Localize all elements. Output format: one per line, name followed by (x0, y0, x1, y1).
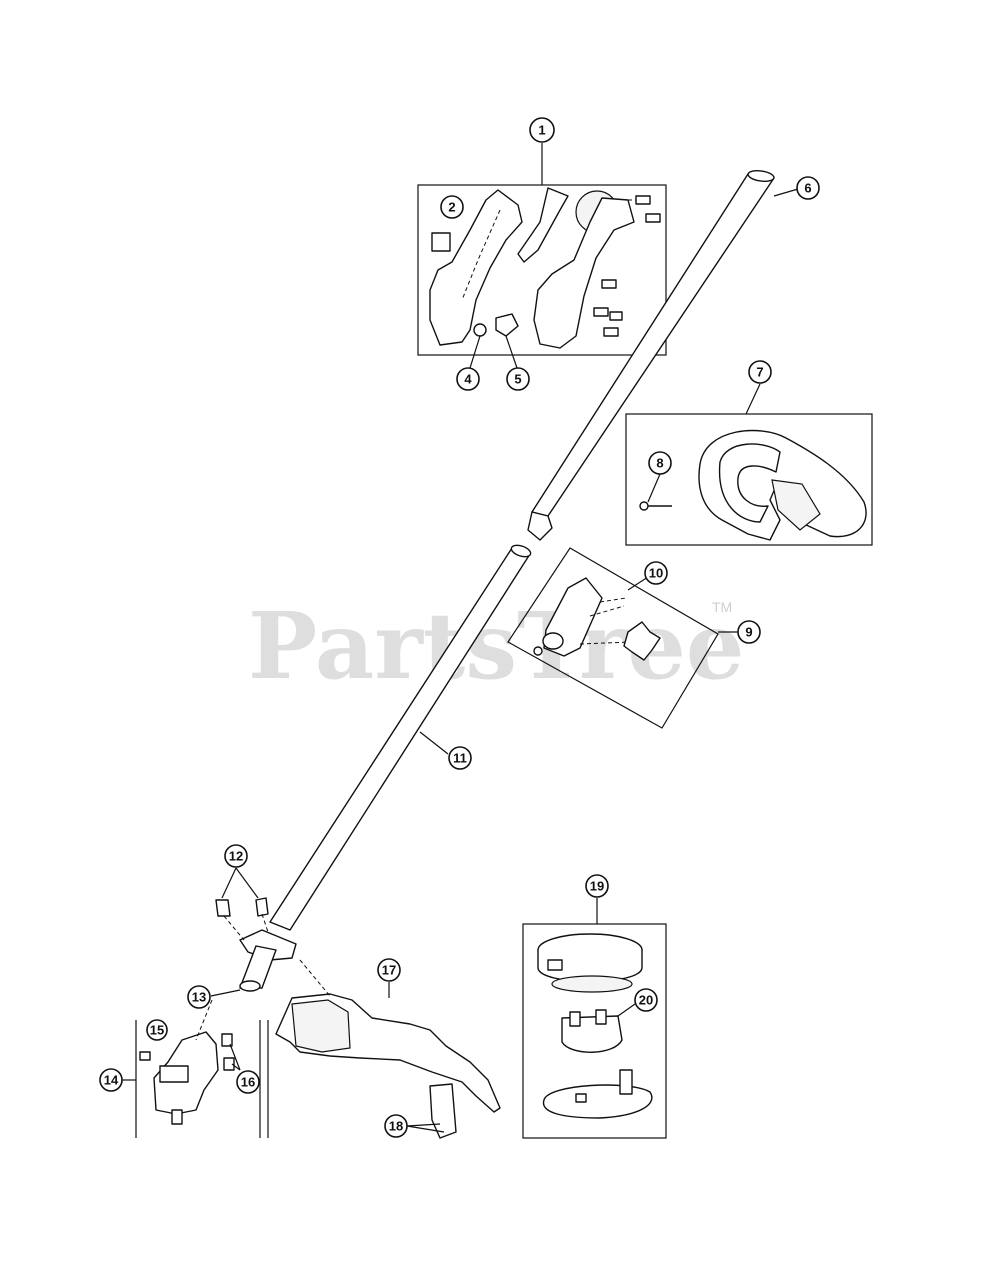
callout-10[interactable] (644, 561, 668, 585)
callout-14-label: 14 (104, 1073, 119, 1088)
callout-13[interactable] (187, 985, 211, 1009)
callout-19-label: 19 (590, 879, 604, 894)
callout-9[interactable] (737, 620, 761, 644)
coupler-assembly (533, 577, 661, 661)
callout-5[interactable] (506, 367, 530, 391)
callout-14[interactable] (99, 1068, 123, 1092)
callout-16-label: 16 (241, 1075, 255, 1090)
watermark-text: PartsTree (248, 592, 744, 700)
callout-9-label: 9 (745, 625, 752, 640)
callout-13-label: 13 (192, 990, 206, 1005)
left-handle-housing (429, 189, 523, 346)
callout-2[interactable] (440, 195, 464, 219)
callout-6-label: 6 (804, 181, 811, 196)
head-bracket (139, 999, 235, 1125)
callout-4-label: 4 (464, 372, 472, 387)
callout-4[interactable] (456, 367, 480, 391)
callout-17[interactable] (377, 958, 401, 982)
switch-part (431, 232, 451, 252)
callout-20-label: 20 (639, 993, 653, 1008)
upper-shaft (527, 170, 775, 541)
debris-guard (275, 959, 501, 1113)
lower-shaft (239, 544, 532, 992)
callout-11-label: 11 (453, 751, 467, 766)
spring-part (473, 323, 487, 337)
watermark-trademark: TM (712, 599, 732, 615)
right-handle-housing (533, 197, 635, 349)
callout-7-label: 7 (756, 365, 763, 380)
callout-19[interactable] (585, 874, 609, 898)
trimmer-head (537, 933, 653, 1119)
handle-housing-group (417, 184, 667, 356)
callout-15-label: 15 (150, 1023, 164, 1038)
callout-11[interactable] (448, 746, 472, 770)
coupler-knob (623, 621, 661, 661)
trimmer-head-box (522, 923, 667, 1139)
callout-17-label: 17 (382, 963, 396, 978)
callout-12-label: 12 (229, 849, 243, 864)
coupler-kit-box (507, 547, 719, 729)
callout-5-label: 5 (514, 372, 521, 387)
callout-18[interactable] (384, 1114, 408, 1138)
throttle-trigger (517, 187, 569, 263)
callout-6[interactable] (796, 176, 820, 200)
callout-10-label: 10 (649, 566, 663, 581)
callout-8-label: 8 (656, 456, 663, 471)
callout-1-label: 1 (538, 123, 545, 138)
callout-18-label: 18 (389, 1119, 403, 1134)
callout-12[interactable] (224, 844, 248, 868)
callout-1[interactable] (529, 117, 555, 143)
switch-contact-part (495, 313, 519, 337)
callout-20[interactable] (634, 988, 658, 1012)
assist-handle-box (625, 413, 873, 546)
callout-15[interactable] (146, 1019, 168, 1041)
callout-8[interactable] (648, 451, 672, 475)
assist-handle (698, 429, 867, 541)
callout-16[interactable] (236, 1070, 260, 1094)
callout-7[interactable] (748, 360, 772, 384)
callout-2-label: 2 (448, 200, 455, 215)
